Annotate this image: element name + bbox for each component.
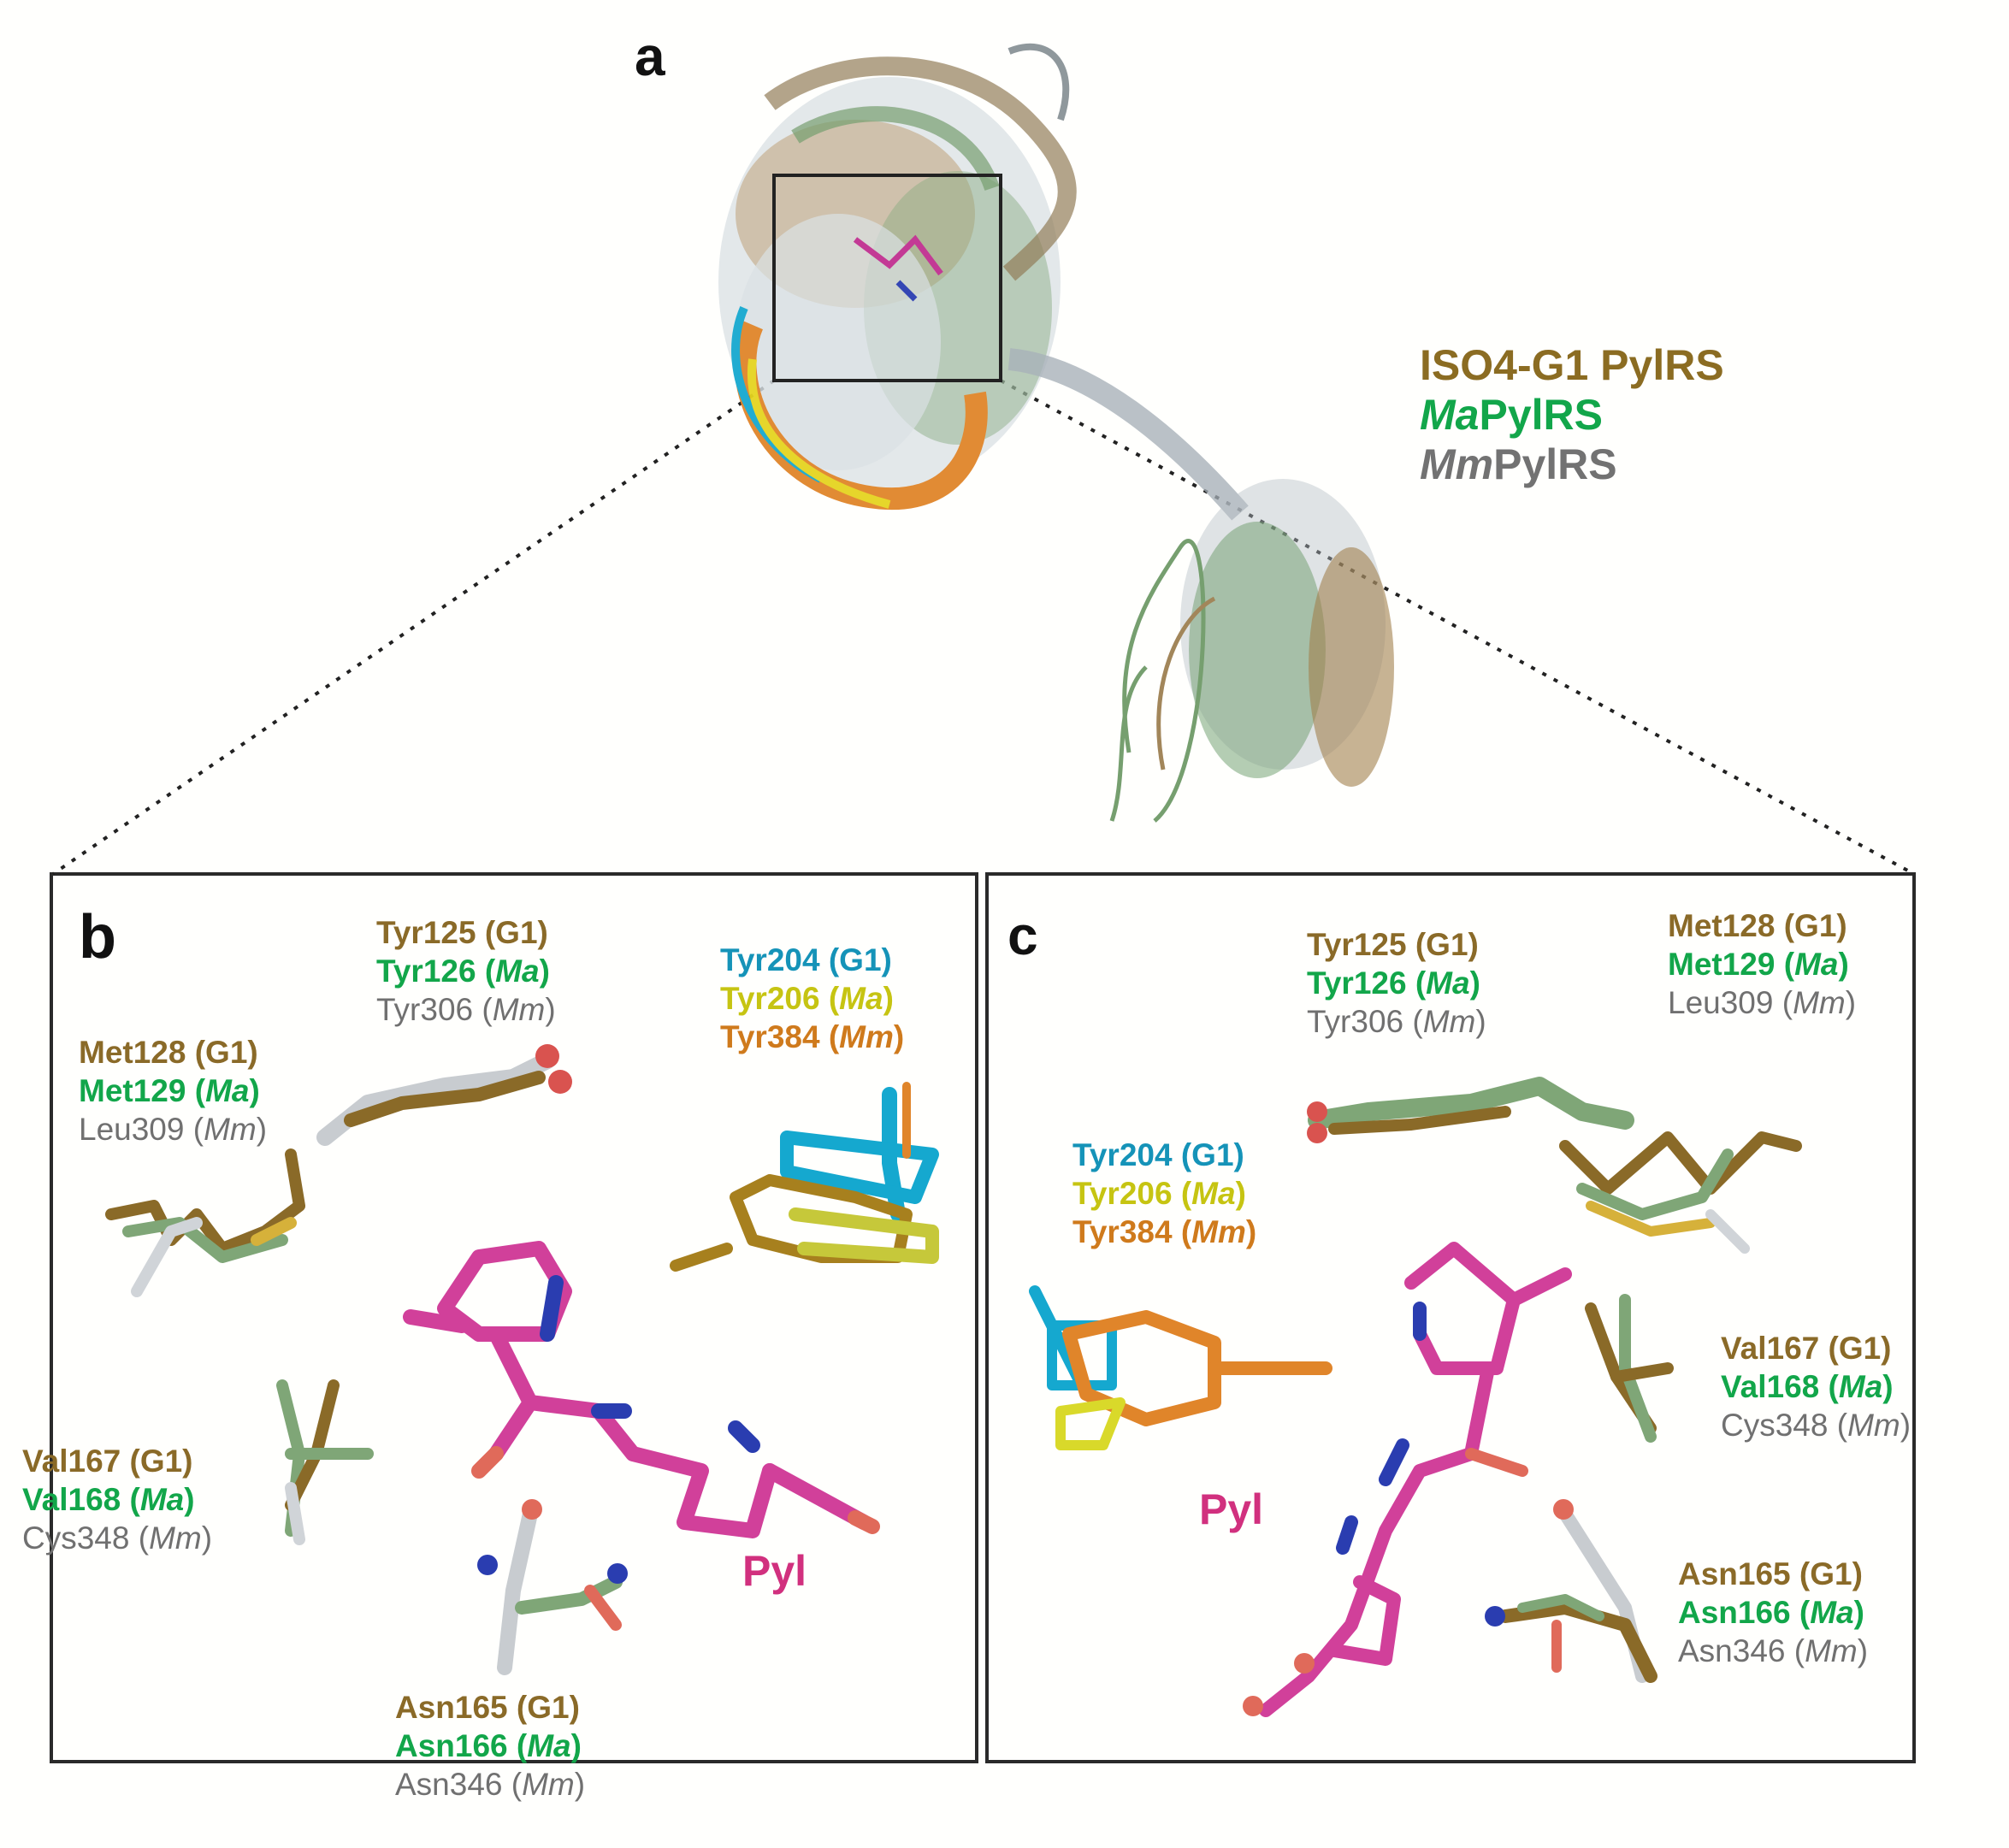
c-label-tyr125: Tyr125 (G1) Tyr126 (Ma) Tyr306 (Mm) [1307,927,1486,1039]
legend-item-iso4-g1: ISO4-G1 PylRS [1420,341,1724,389]
structure-legend: ISO4-G1 PylRS MaPylRS MmPylRS [1420,340,1724,489]
b-label-val167: Val167 (G1) Val168 (Ma) Cys348 (Mm) [22,1444,213,1556]
zoom-region-box [772,174,1002,382]
panel-label-c: c [1007,905,1038,966]
c-label-met128: Met128 (G1) Met129 (Ma) Leu309 (Mm) [1668,908,1857,1020]
panel-c-molecules [1029,1077,1802,1717]
b-label-pyl: Pyl [742,1547,807,1595]
panel-label-b: b [79,903,116,971]
b-label-tyr204: Tyr204 (G1) Tyr206 (Ma) Tyr384 (Mm) [720,942,905,1054]
b-label-asn165: Asn165 (G1) Asn166 (Ma) Asn346 (Mm) [395,1690,586,1802]
c-label-pyl: Pyl [1199,1485,1264,1533]
zoom-line-left [51,379,776,876]
legend-item-ma-pylrs: MaPylRS [1420,391,1603,439]
legend-item-mm-pylrs: MmPylRS [1420,440,1617,488]
c-label-tyr204: Tyr204 (G1) Tyr206 (Ma) Tyr384 (Mm) [1072,1137,1257,1249]
b-label-tyr125: Tyr125 (G1) Tyr126 (Ma) Tyr306 (Mm) [376,915,556,1027]
protein-structure-overview [718,43,1394,823]
c-label-asn165: Asn165 (G1) Asn166 (Ma) Asn346 (Mm) [1678,1556,1869,1668]
b-label-met128: Met128 (G1) Met129 (Ma) Leu309 (Mm) [79,1035,268,1147]
c-label-val167: Val167 (G1) Val168 (Ma) Cys348 (Mm) [1721,1331,1912,1443]
panel-b-molecules [105,1044,939,1675]
panel-label-a: a [635,26,665,87]
